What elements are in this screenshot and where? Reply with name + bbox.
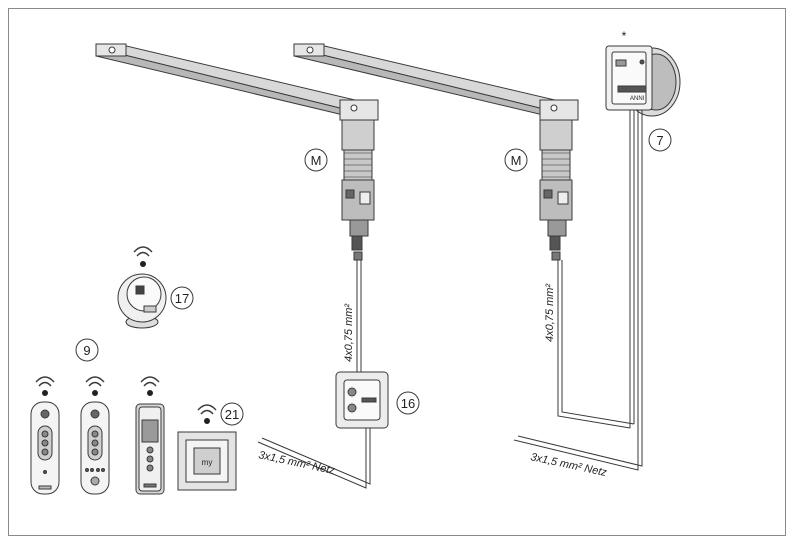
label-7: 7 <box>656 133 663 148</box>
cable-label-left: 4x0,75 mm² <box>343 304 355 362</box>
wireless-sensor <box>117 273 167 329</box>
motor-badge-left <box>304 148 328 172</box>
badge-9 <box>75 338 99 362</box>
remote-control-3 <box>135 403 165 495</box>
wall-switch <box>335 371 389 429</box>
wall-transmitter-text: my <box>202 458 213 467</box>
motor-left <box>341 119 375 261</box>
wifi-icon-21 <box>197 404 217 424</box>
wifi-icon-remote-3 <box>140 376 160 396</box>
badge-16 <box>396 391 420 415</box>
wires <box>257 110 643 489</box>
label-9: 9 <box>83 343 90 358</box>
remote-control-2 <box>80 401 110 495</box>
wifi-icon-17 <box>133 246 153 267</box>
mains-label-left: 3x1,5 mm² Netz <box>257 449 336 477</box>
motor-label-right: M <box>511 153 522 168</box>
wifi-icon-remote-1 <box>35 376 55 396</box>
badge-7 <box>648 128 672 152</box>
remote-control-1 <box>30 401 60 495</box>
curtain-rail-right <box>293 43 579 121</box>
label-17: 17 <box>175 291 189 306</box>
receiver-module <box>605 45 681 117</box>
curtain-rail-left <box>95 43 379 121</box>
receiver-text: ANNI <box>630 96 645 102</box>
label-16: 16 <box>401 396 415 411</box>
motor-label-left: M <box>311 153 322 168</box>
badge-17 <box>170 286 194 310</box>
wifi-icon-remote-2 <box>85 376 105 396</box>
asterisk-mark: * <box>622 29 627 43</box>
cable-label-right: 4x0,75 mm² <box>544 284 556 342</box>
wall-transmitter <box>177 431 237 491</box>
motor-badge-right <box>504 148 528 172</box>
motor-right <box>539 119 573 261</box>
label-21: 21 <box>225 407 239 422</box>
badge-21 <box>220 402 244 426</box>
